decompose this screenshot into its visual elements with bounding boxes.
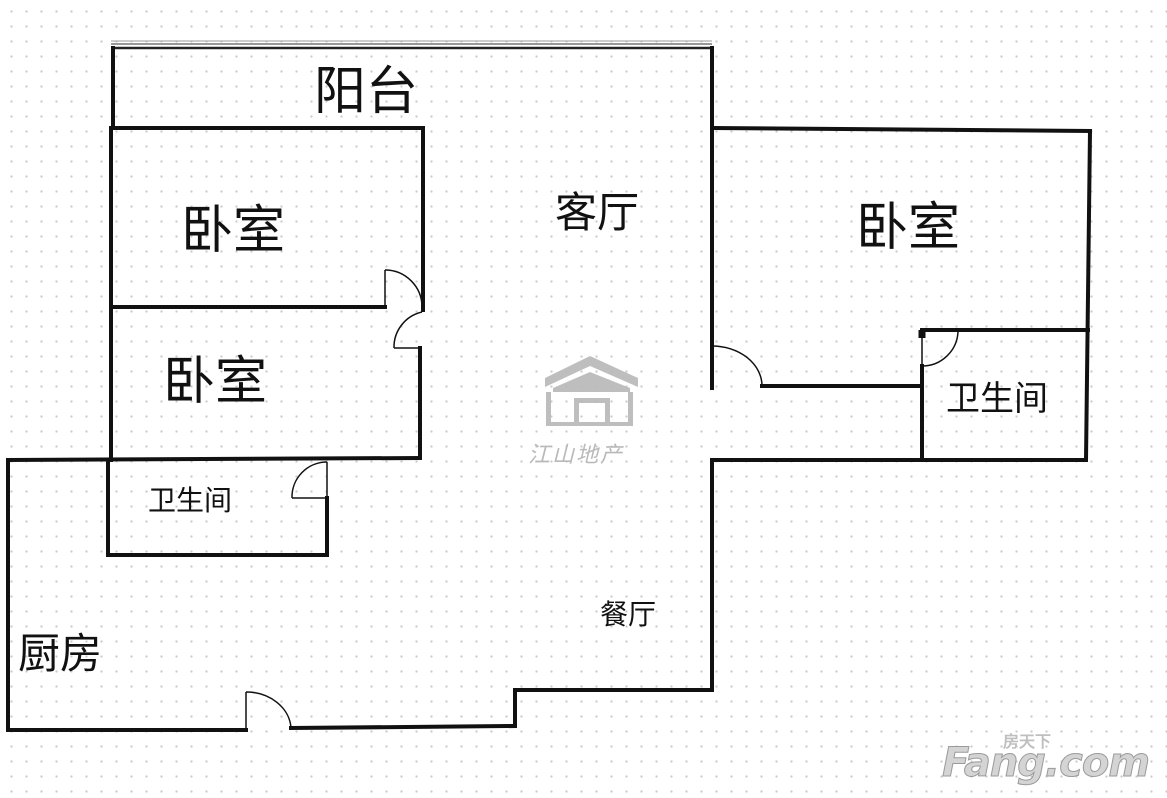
door-bathroom-left <box>291 461 328 499</box>
balcony-rail <box>111 40 712 50</box>
brand-logo: 房天下 Fang.com <box>942 728 1151 787</box>
watermark-house-icon <box>545 356 638 426</box>
brand-site-name: Fang.com <box>942 740 1151 787</box>
room-label-bedroom-mid-left: 卧室 <box>163 352 268 412</box>
watermark-text: 江山地产 <box>528 443 625 468</box>
room-label-bathroom-right: 卫生间 <box>946 379 1048 419</box>
room-label-bathroom-left: 卫生间 <box>148 484 233 517</box>
door-entrance <box>245 691 292 730</box>
door-bedroom-mid <box>393 311 423 349</box>
doors <box>245 269 959 730</box>
door-bedroom-right <box>711 345 763 387</box>
door-bedroom-top <box>384 269 423 308</box>
brand-chinese-name: 房天下 <box>1002 732 1051 751</box>
room-label-bedroom-top-left: 卧室 <box>181 201 286 261</box>
room-label-balcony: 阳台 <box>314 62 419 122</box>
walls <box>5 46 1093 732</box>
room-label-kitchen: 厨房 <box>18 629 103 678</box>
room-label-bedroom-right: 卧室 <box>856 198 961 258</box>
room-label-dining-room: 餐厅 <box>600 598 657 631</box>
door-bathroom-right <box>921 330 959 367</box>
room-label-living-room: 客厅 <box>555 188 640 237</box>
